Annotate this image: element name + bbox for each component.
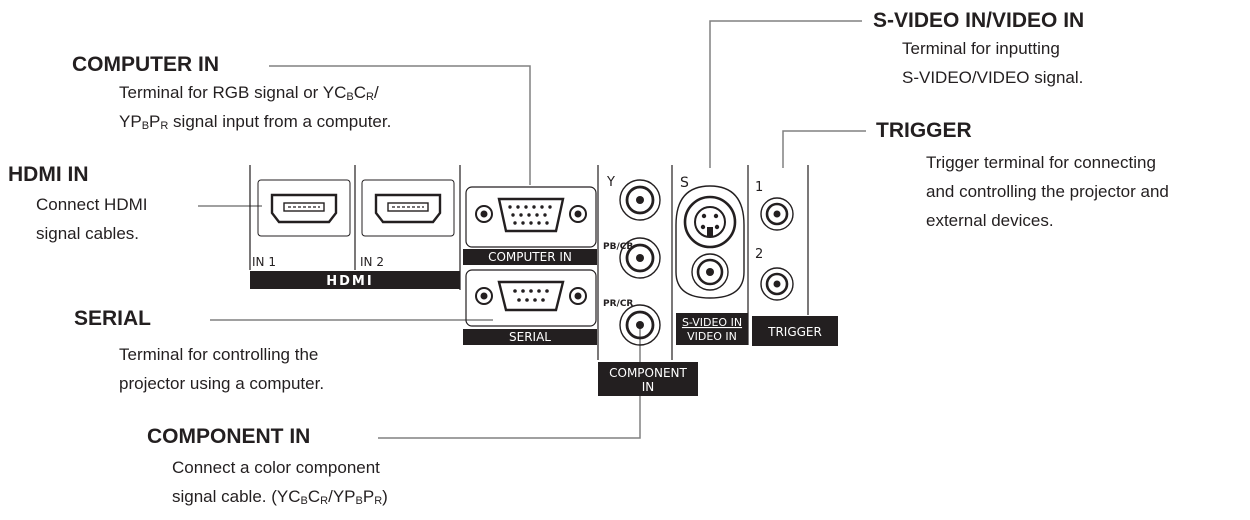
computer-in-frame <box>465 186 597 248</box>
trigger-2-label: 2 <box>755 247 763 262</box>
callout-trigger: TRIGGER <box>876 118 972 144</box>
hdmi-logo: HDMI <box>326 274 373 289</box>
leader-line-trigger <box>782 130 866 168</box>
trigger-desc-line2: and controlling the projector and <box>926 182 1169 201</box>
computer-in-bar <box>463 249 597 265</box>
component-section: Y PB/CB PR/CR COMPONENT IN <box>598 165 698 396</box>
trigger-desc-line3: external devices. <box>926 211 1054 230</box>
vga-pins <box>508 205 552 225</box>
component-in-desc: Connect a color component signal cable. … <box>172 453 388 511</box>
computer-in-desc: Terminal for RGB signal or YCBCR/ YPBPR … <box>119 78 391 136</box>
svideo-section: S S-VIDEO IN VIDEO IN <box>675 165 749 345</box>
trigger-desc: Trigger terminal for connecting and cont… <box>926 148 1169 235</box>
component-pb-label: PB/CB <box>603 242 633 252</box>
svideo-bar <box>676 313 748 345</box>
hdmi-in-desc: Connect HDMI signal cables. <box>36 190 147 248</box>
svideo-in-desc-line2: S-VIDEO/VIDEO signal. <box>902 68 1084 87</box>
serial-title: SERIAL <box>74 307 152 330</box>
serial-frame <box>465 269 597 327</box>
hdmi-in-title: HDMI IN <box>8 163 89 186</box>
serial-bar <box>463 329 597 345</box>
component-bar <box>598 362 698 396</box>
hdmi-bar <box>250 271 460 289</box>
serial-desc: Terminal for controlling the projector u… <box>119 340 324 398</box>
leader-line-svideo-in <box>709 20 862 168</box>
svideo-in-desc-line1: Terminal for inputting <box>902 39 1060 58</box>
svideo-label-2: VIDEO IN <box>687 330 737 343</box>
computer-in-label: COMPUTER IN <box>488 250 572 264</box>
computer-serial-section: COMPUTER IN SERIAL <box>463 165 599 360</box>
serial-desc-line1: Terminal for controlling the <box>119 345 319 364</box>
video-connector <box>691 253 729 291</box>
svideo-in-desc: Terminal for inputting S-VIDEO/VIDEO sig… <box>902 34 1083 92</box>
svideo-in-title: S-VIDEO IN/VIDEO IN <box>873 9 1085 32</box>
serial-connector <box>497 280 565 312</box>
svideo-connector <box>683 195 737 249</box>
hdmi-in2-label: IN 2 <box>360 255 384 269</box>
hdmi-connector-2 <box>374 193 442 224</box>
component-label-2: IN <box>642 380 655 394</box>
hdmi-in1-label: IN 1 <box>252 255 276 269</box>
trigger-1-label: 1 <box>755 180 763 195</box>
trigger-label: TRIGGER <box>767 325 822 339</box>
svideo-s-label: S <box>680 175 689 191</box>
serial-pins <box>513 289 549 302</box>
hdmi-port-1-frame <box>257 179 351 237</box>
callout-computer-in: COMPUTER IN <box>72 52 219 78</box>
callout-component-in: COMPONENT IN <box>147 424 310 450</box>
svideo-label-1: S-VIDEO IN <box>682 316 742 329</box>
hdmi-in-desc-line2: signal cables. <box>36 224 140 243</box>
trigger-section: 1 2 TRIGGER <box>752 165 838 346</box>
hdmi-port-2-frame <box>361 179 455 237</box>
serial-desc-line2: projector using a computer. <box>119 374 325 393</box>
hdmi-connector-1 <box>270 193 338 224</box>
callout-svideo-in: S-VIDEO IN/VIDEO IN <box>873 8 1084 34</box>
component-in-desc-line2: signal cable. (YCBCR/YPBPR) <box>172 487 388 507</box>
serial-label: SERIAL <box>509 330 551 344</box>
computer-in-desc-line2: YPBPR signal input from a computer. <box>119 112 392 132</box>
trigger-bar <box>752 316 838 346</box>
callout-hdmi-in: HDMI IN <box>8 162 89 188</box>
component-y-label: Y <box>606 175 615 190</box>
trigger-title: TRIGGER <box>876 119 972 142</box>
leader-line-computer-in <box>269 65 531 185</box>
hdmi-in-desc-line1: Connect HDMI <box>36 195 148 214</box>
computer-in-desc-line1: Terminal for RGB signal or YCBCR/ <box>119 83 379 103</box>
trigger-desc-line1: Trigger terminal for connecting <box>926 153 1156 172</box>
component-in-title: COMPONENT IN <box>147 425 311 448</box>
component-pr-label: PR/CR <box>603 299 633 309</box>
component-in-desc-line1: Connect a color component <box>172 458 380 477</box>
component-label-1: COMPONENT <box>609 366 687 380</box>
vga-connector <box>497 197 565 233</box>
hdmi-section: IN 1 IN 2 HDMI <box>249 165 461 290</box>
computer-in-title: COMPUTER IN <box>72 53 219 76</box>
callout-serial: SERIAL <box>74 306 151 332</box>
